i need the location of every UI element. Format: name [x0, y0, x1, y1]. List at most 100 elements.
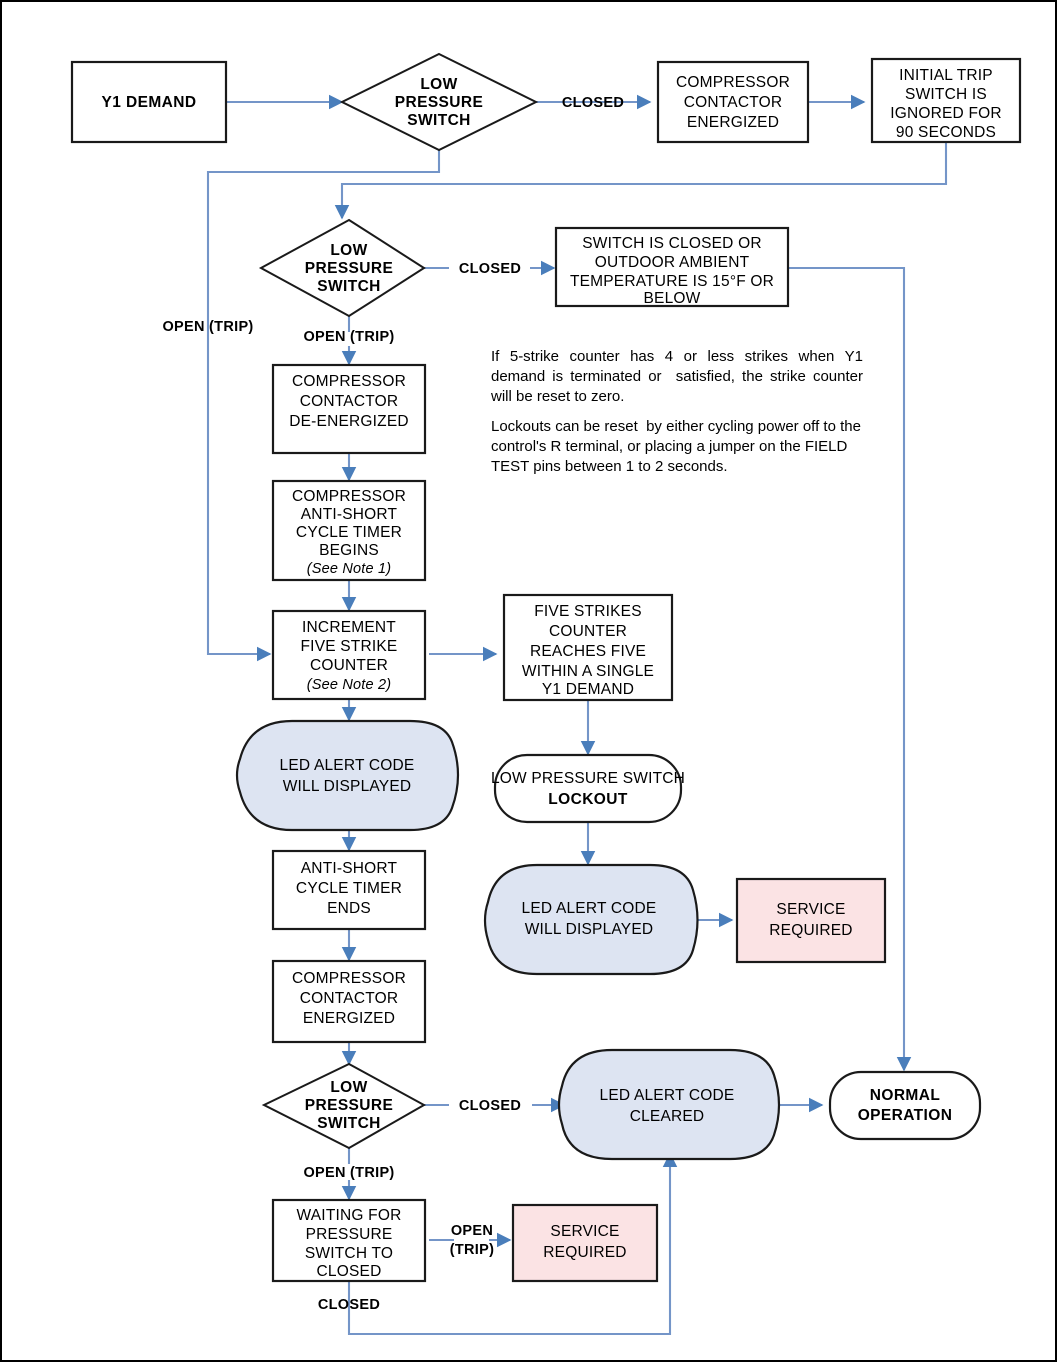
node-increment-line1: INCREMENT — [302, 619, 396, 636]
node-contactor-de-energized[interactable]: COMPRESSOR CONTACTOR DE-ENERGIZED — [271, 363, 427, 455]
node-fivestrikes-line1: FIVE STRIKES — [534, 603, 641, 620]
node-increment-line3: COUNTER — [310, 657, 388, 674]
node-servicerequired2-line1: SERVICE — [550, 1223, 619, 1240]
node-asctimerbegins-note: (See Note 1) — [307, 561, 392, 577]
node-normaloperation-line2: OPERATION — [858, 1107, 953, 1124]
node-fivestrikes-line3: REACHES FIVE — [530, 643, 646, 660]
note-text-lockout-reset: Lockouts can be reset by either cycling … — [491, 418, 866, 475]
node-service-required-1[interactable]: SERVICE REQUIRED — [735, 877, 887, 964]
node-switchclosed-line1: SWITCH IS CLOSED OR — [582, 235, 761, 252]
node-waiting-for-pressure-switch[interactable]: WAITING FOR PRESSURE SWITCH TO CLOSED — [271, 1198, 427, 1283]
node-lps1-label-line2: PRESSURE — [395, 94, 483, 111]
node-five-strikes-reached[interactable]: FIVE STRIKES COUNTER REACHES FIVE WITHIN… — [502, 593, 674, 702]
node-normaloperation-line1: NORMAL — [870, 1087, 940, 1104]
node-asctimerbegins-line2: ANTI-SHORT — [301, 506, 398, 523]
node-y1-demand[interactable]: Y1 DEMAND — [70, 60, 228, 144]
node-servicerequired1-line1: SERVICE — [776, 901, 845, 918]
node-lockout-line2: LOCKOUT — [548, 791, 628, 808]
node-compressor-contactor-energized-2[interactable]: COMPRESSOR CONTACTOR ENERGIZED — [271, 959, 427, 1044]
node-cce1-line3: ENERGIZED — [687, 114, 779, 131]
node-asctimerends-line2: CYCLE TIMER — [296, 880, 402, 897]
node-compressor-contactor-energized-1[interactable]: COMPRESSOR CONTACTOR ENERGIZED — [656, 60, 810, 144]
node-lps2-label-line2: PRESSURE — [305, 260, 393, 277]
node-lps1-label-line1: LOW — [420, 76, 457, 93]
node-cce2-line1: COMPRESSOR — [292, 970, 406, 987]
edge-label-closed-2: CLOSED — [459, 261, 521, 277]
node-initialtrip-line1: INITIAL TRIP — [899, 67, 993, 84]
node-normal-operation[interactable]: NORMAL OPERATION — [828, 1070, 982, 1141]
node-asctimerbegins-line4: BEGINS — [319, 542, 379, 559]
node-switchclosed-line3: TEMPERATURE IS 15°F OR — [570, 273, 774, 290]
node-low-pressure-switch-3[interactable]: LOW PRESSURE SWITCH — [261, 1062, 427, 1150]
node-initialtrip-line4: 90 SECONDS — [896, 124, 996, 141]
node-ledcleared-line1: LED ALERT CODE — [600, 1087, 735, 1104]
node-initialtrip-line3: IGNORED FOR — [890, 105, 1002, 122]
edge-label-open-trip-3: OPEN (TRIP) — [303, 1165, 394, 1181]
node-fivestrikes-line2: COUNTER — [549, 623, 627, 640]
node-low-pressure-switch-lockout[interactable]: LOW PRESSURE SWITCH LOCKOUT — [491, 753, 685, 824]
node-cce2-line2: CONTACTOR — [300, 990, 399, 1007]
node-led-alert-displayed-2[interactable]: LED ALERT CODE WILL DISPLAYED — [483, 863, 699, 976]
node-asctimerends-line3: ENDS — [327, 900, 371, 917]
node-deenergized-line2: CONTACTOR — [300, 393, 399, 410]
node-fivestrikes-line4: WITHIN A SINGLE — [522, 663, 654, 680]
node-fivestrikes-line5: Y1 DEMAND — [542, 681, 634, 698]
node-asctimerends-line1: ANTI-SHORT — [301, 860, 398, 877]
node-ledalert2-line1: LED ALERT CODE — [522, 900, 657, 917]
node-cce2-line3: ENERGIZED — [303, 1010, 395, 1027]
node-lps3-label-line1: LOW — [330, 1079, 367, 1096]
node-asc-timer-ends[interactable]: ANTI-SHORT CYCLE TIMER ENDS — [271, 849, 427, 931]
node-deenergized-line1: COMPRESSOR — [292, 373, 406, 390]
node-switchclosed-line2: OUTDOOR AMBIENT — [595, 254, 750, 271]
edge-label-open-trip-4-line1: OPEN — [451, 1223, 493, 1239]
node-cce1-line2: CONTACTOR — [684, 94, 783, 111]
node-increment-line2: FIVE STRIKE — [301, 638, 398, 655]
connectors — [206, 94, 948, 1336]
edge-lps1-opentrip-to-increment — [206, 150, 441, 662]
node-asctimerbegins-line3: CYCLE TIMER — [296, 524, 402, 541]
node-deenergized-line3: DE-ENERGIZED — [289, 413, 409, 430]
node-asctimerbegins-line1: COMPRESSOR — [292, 488, 406, 505]
edge-waiting-closed-to-ledcleared — [347, 1152, 678, 1336]
node-increment-note: (See Note 2) — [307, 677, 392, 693]
edge-label-open-trip-left: OPEN (TRIP) — [162, 319, 253, 335]
node-initialtrip-line2: SWITCH IS — [905, 86, 987, 103]
node-initial-trip-ignored[interactable]: INITIAL TRIP SWITCH IS IGNORED FOR 90 SE… — [870, 57, 1022, 144]
node-ledcleared-line2: CLEARED — [630, 1108, 705, 1125]
node-y1-demand-label: Y1 DEMAND — [102, 94, 197, 111]
node-ledalert2-line2: WILL DISPLAYED — [525, 921, 654, 938]
edge-label-open-trip-4-line2: (TRIP) — [450, 1242, 495, 1258]
node-lps3-label-line2: PRESSURE — [305, 1097, 393, 1114]
node-switchclosed-line4: BELOW — [644, 290, 701, 307]
edge-label-open-trip-2: OPEN (TRIP) — [303, 329, 394, 345]
note-text-strike-counter: If 5-strike counter has 4 or less strike… — [491, 348, 872, 405]
node-ledalert1-line1: LED ALERT CODE — [280, 757, 415, 774]
node-service-required-2[interactable]: SERVICE REQUIRED — [511, 1203, 659, 1283]
node-servicerequired2-line2: REQUIRED — [543, 1244, 626, 1261]
node-waiting-line3: SWITCH TO — [305, 1245, 393, 1262]
node-lps2-label-line3: SWITCH — [317, 278, 381, 295]
node-lockout-line1: LOW PRESSURE SWITCH — [491, 770, 685, 787]
node-led-alert-cleared[interactable]: LED ALERT CODE CLEARED — [557, 1048, 781, 1161]
node-low-pressure-switch-2[interactable]: LOW PRESSURE SWITCH — [258, 218, 426, 318]
node-lps1-label-line3: SWITCH — [407, 112, 471, 129]
edge-switchclosed-to-normaloperation — [788, 266, 912, 1072]
node-waiting-line4: CLOSED — [317, 1263, 382, 1280]
node-lps2-label-line1: LOW — [330, 242, 367, 259]
node-waiting-line1: WAITING FOR — [297, 1207, 402, 1224]
node-switch-closed-or-ambient[interactable]: SWITCH IS CLOSED OR OUTDOOR AMBIENT TEMP… — [554, 226, 790, 308]
node-lps3-label-line3: SWITCH — [317, 1115, 381, 1132]
edge-label-closed-1: CLOSED — [562, 95, 624, 111]
node-waiting-line2: PRESSURE — [306, 1226, 393, 1243]
node-asc-timer-begins[interactable]: COMPRESSOR ANTI-SHORT CYCLE TIMER BEGINS… — [271, 479, 427, 582]
edge-initialtrip-to-lps2 — [334, 142, 948, 220]
edge-label-closed-3: CLOSED — [459, 1098, 521, 1114]
node-cce1-line1: COMPRESSOR — [676, 74, 790, 91]
edge-label-closed-4: CLOSED — [318, 1297, 380, 1313]
node-increment-five-strike-counter[interactable]: INCREMENT FIVE STRIKE COUNTER (See Note … — [271, 609, 427, 701]
node-low-pressure-switch-1[interactable]: LOW PRESSURE SWITCH — [339, 52, 539, 152]
node-led-alert-displayed-1[interactable]: LED ALERT CODE WILL DISPLAYED — [235, 719, 460, 832]
node-servicerequired1-line2: REQUIRED — [769, 922, 852, 939]
